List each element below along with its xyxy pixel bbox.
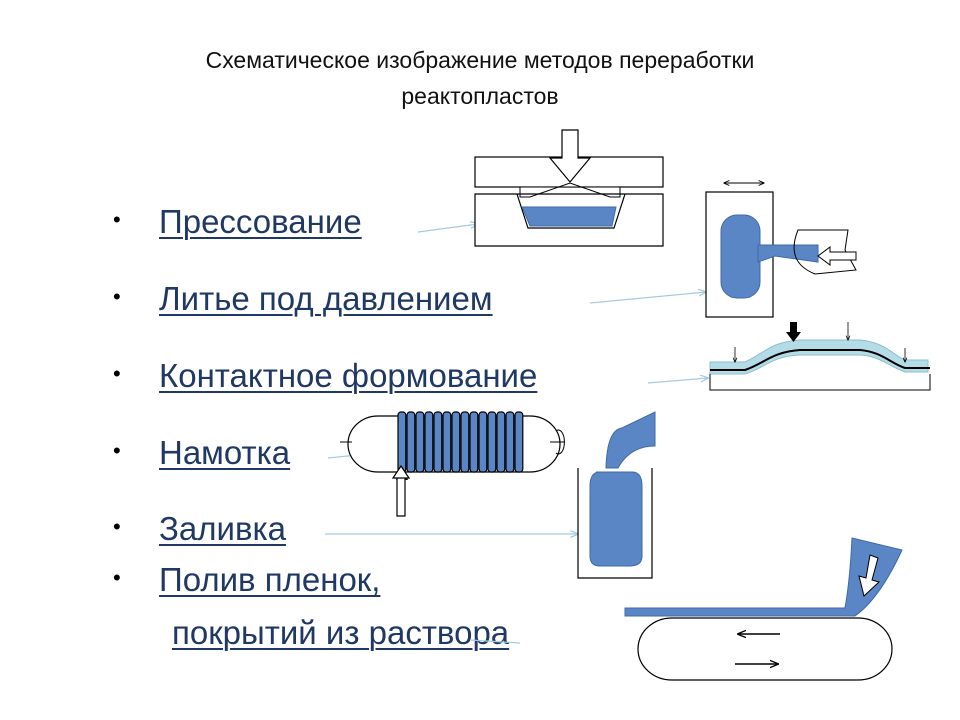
page-title-line-1: Схематическое изображение методов перера… xyxy=(205,47,755,73)
coil-turn xyxy=(415,411,425,473)
bullet-6: • xyxy=(113,565,121,590)
injection-mold-icon xyxy=(705,183,857,318)
film-casting-belt-icon xyxy=(624,537,903,681)
coil-turn xyxy=(406,411,416,473)
method-casting-link[interactable]: Заливка xyxy=(159,510,287,547)
coil-turn xyxy=(451,411,461,473)
coil-turn xyxy=(424,411,434,473)
method-pressing-link[interactable]: Прессование xyxy=(159,203,362,240)
method-winding-link[interactable]: Намотка xyxy=(159,434,291,471)
winding-coil xyxy=(397,411,524,473)
coil-turn xyxy=(469,411,479,473)
method-contact-molding-link[interactable]: Контактное формование xyxy=(159,357,538,394)
coil-turn xyxy=(478,411,488,473)
connector-contact xyxy=(647,378,708,384)
coil-turn xyxy=(487,411,497,473)
coil-turn xyxy=(496,411,506,473)
method-injection-molding-link[interactable]: Литье под давлением xyxy=(159,280,493,317)
coil-turn xyxy=(514,411,524,473)
connector-film xyxy=(469,639,521,644)
method-film-casting-link[interactable]: Полив пленок, xyxy=(159,561,381,598)
coil-turn xyxy=(460,411,470,473)
bullet-4: • xyxy=(113,438,121,463)
bullet-2: • xyxy=(113,284,121,309)
coil-turn xyxy=(397,411,407,473)
coil-turn xyxy=(505,411,515,473)
bullet-1: • xyxy=(113,207,121,232)
connector-injection xyxy=(589,292,706,304)
method-film-casting-link-line-2[interactable]: покрытий из раствора xyxy=(172,614,510,651)
coil-turn xyxy=(442,411,452,473)
press-mold-icon xyxy=(474,129,664,247)
page-title-line-2: реактопластов xyxy=(401,83,559,109)
casting-mold-icon xyxy=(577,411,656,579)
connector-pressing xyxy=(417,224,478,233)
coil-turn xyxy=(433,411,443,473)
bullet-5: • xyxy=(113,514,121,539)
contact-mold-icon xyxy=(709,322,931,391)
winding-mandrel-icon xyxy=(340,411,565,517)
bullet-3: • xyxy=(113,361,121,386)
